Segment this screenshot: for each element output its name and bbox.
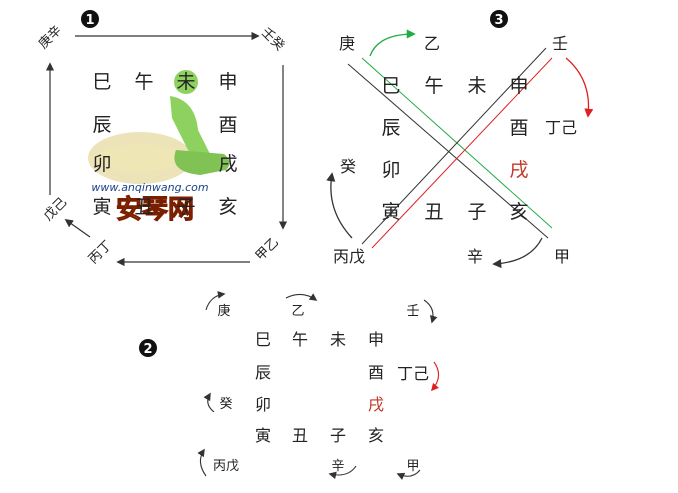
d1-branch-wu: 午 <box>134 71 153 93</box>
corner-jia-yi: 甲乙 <box>253 235 282 264</box>
d2-arrow-bingwu <box>197 448 207 477</box>
arrow-jia-to-xin <box>492 237 543 269</box>
d2-stem-bing-wu: 丙戊 <box>213 459 239 474</box>
d1-branch-you: 酉 <box>218 114 237 136</box>
marker-3-badge <box>490 10 508 28</box>
diagram-1: 1 庚辛 壬癸 甲乙 丙丁 戊己 www.anqinwang.com 安琴网 巳… <box>35 10 288 267</box>
d2-branch-xu: 戌 <box>368 395 384 414</box>
cross-line-1a <box>347 63 549 239</box>
d3-stem-xin: 辛 <box>467 247 483 266</box>
d3-stem-jia: 甲 <box>554 247 570 266</box>
arrow-geng-to-yi <box>369 29 416 57</box>
diagram-2: 2 庚 乙 壬 丁己 癸 丙戊 辛 甲 巳 午 未 申 辰 酉 卯 戌 寅 丑 … <box>139 291 440 480</box>
d2-arrow-dingji <box>430 361 440 392</box>
d1-branch-si: 巳 <box>92 71 111 93</box>
d2-branch-wu: 午 <box>292 330 308 349</box>
d2-branch-wei: 未 <box>330 330 346 349</box>
corner-wu-ji: 戊己 <box>41 195 70 224</box>
d3-branch-xu: 戌 <box>509 159 528 181</box>
watermark-name: 安琴网 <box>116 195 194 225</box>
d1-branch-yin: 寅 <box>92 196 111 218</box>
d2-branch-si: 巳 <box>255 330 271 349</box>
d3-stem-geng: 庚 <box>339 34 355 53</box>
d2-arrow-xin <box>328 465 357 480</box>
d2-arrow-kui <box>203 392 215 413</box>
d2-branch-mao: 卯 <box>255 395 271 414</box>
d3-branch-mao: 卯 <box>381 159 400 181</box>
marker-2-label: 2 <box>143 342 152 357</box>
d2-branch-hai: 亥 <box>368 426 384 445</box>
d2-arrow-ren <box>423 299 438 324</box>
d2-stem-yi: 乙 <box>291 304 304 319</box>
d3-branch-chen: 辰 <box>381 117 400 139</box>
watermark-url: www.anqinwang.com <box>91 181 208 194</box>
d2-arrow-geng <box>205 291 226 311</box>
marker-1-label: 1 <box>85 13 94 28</box>
d2-branch-zi: 子 <box>330 426 346 445</box>
d3-branch-wu: 午 <box>424 75 443 97</box>
d2-stem-xin: 辛 <box>331 459 344 474</box>
d2-branch-yin: 寅 <box>255 426 271 445</box>
corner-bing-ding: 丙丁 <box>86 238 115 267</box>
d3-branch-yin: 寅 <box>381 201 400 223</box>
d2-stem-jia: 甲 <box>406 459 419 474</box>
d2-branch-shen: 申 <box>368 330 384 349</box>
d3-branch-zi: 子 <box>467 201 486 223</box>
d3-branch-hai: 亥 <box>509 201 528 223</box>
corner-ren-kui: 壬癸 <box>258 25 287 54</box>
arrow-diag-bl <box>64 219 91 238</box>
d1-branch-zi: 子 <box>176 196 195 218</box>
d2-stem-geng: 庚 <box>217 303 230 319</box>
d1-branch-chou: 丑 <box>134 196 153 218</box>
marker-2-badge <box>139 339 157 357</box>
d2-stem-kui: 癸 <box>219 397 232 412</box>
d3-stem-ding-ji: 丁己 <box>545 118 577 137</box>
d3-stem-ren: 壬 <box>552 34 568 53</box>
d1-branch-mao: 卯 <box>92 153 111 175</box>
d3-branch-wei: 未 <box>467 75 486 97</box>
d3-stem-yi: 乙 <box>424 34 440 53</box>
d1-branch-wei: 未 <box>176 71 195 93</box>
d3-stem-bing-wu: 丙戊 <box>333 247 365 266</box>
d2-branch-chen: 辰 <box>255 363 271 382</box>
arrow-ren-to-dingji <box>565 57 594 118</box>
d2-arrow-yi <box>285 293 318 301</box>
d3-branch-si: 巳 <box>381 75 400 97</box>
cross-line-2a <box>361 47 547 245</box>
d1-branch-xu: 戌 <box>218 153 237 175</box>
d3-branch-shen: 申 <box>509 75 528 97</box>
d1-branch-chen: 辰 <box>92 114 111 136</box>
d2-stem-ding-ji: 丁己 <box>397 364 429 383</box>
d2-stem-ren: 壬 <box>406 304 419 319</box>
marker-1-badge <box>81 10 99 28</box>
d3-branch-you: 酉 <box>509 117 528 139</box>
diagram-3: 3 庚 乙 壬 丁己 癸 丙戊 辛 甲 巳 午 未 申 辰 酉 卯 戌 寅 丑 … <box>326 10 594 269</box>
d1-branch-shen: 申 <box>218 71 237 93</box>
watermark-logo <box>88 70 230 184</box>
d3-stem-kui: 癸 <box>340 157 356 176</box>
marker-3-label: 3 <box>494 13 503 28</box>
d2-arrow-jia <box>396 469 421 480</box>
d3-branch-chou: 丑 <box>424 201 443 223</box>
corner-geng-xin: 庚辛 <box>35 22 65 52</box>
d2-branch-you: 酉 <box>368 363 384 382</box>
arrow-bingwu-to-kui <box>326 172 353 239</box>
d1-branch-hai: 亥 <box>218 196 237 218</box>
cross-line-2b <box>371 57 553 249</box>
d2-branch-chou: 丑 <box>292 426 308 445</box>
